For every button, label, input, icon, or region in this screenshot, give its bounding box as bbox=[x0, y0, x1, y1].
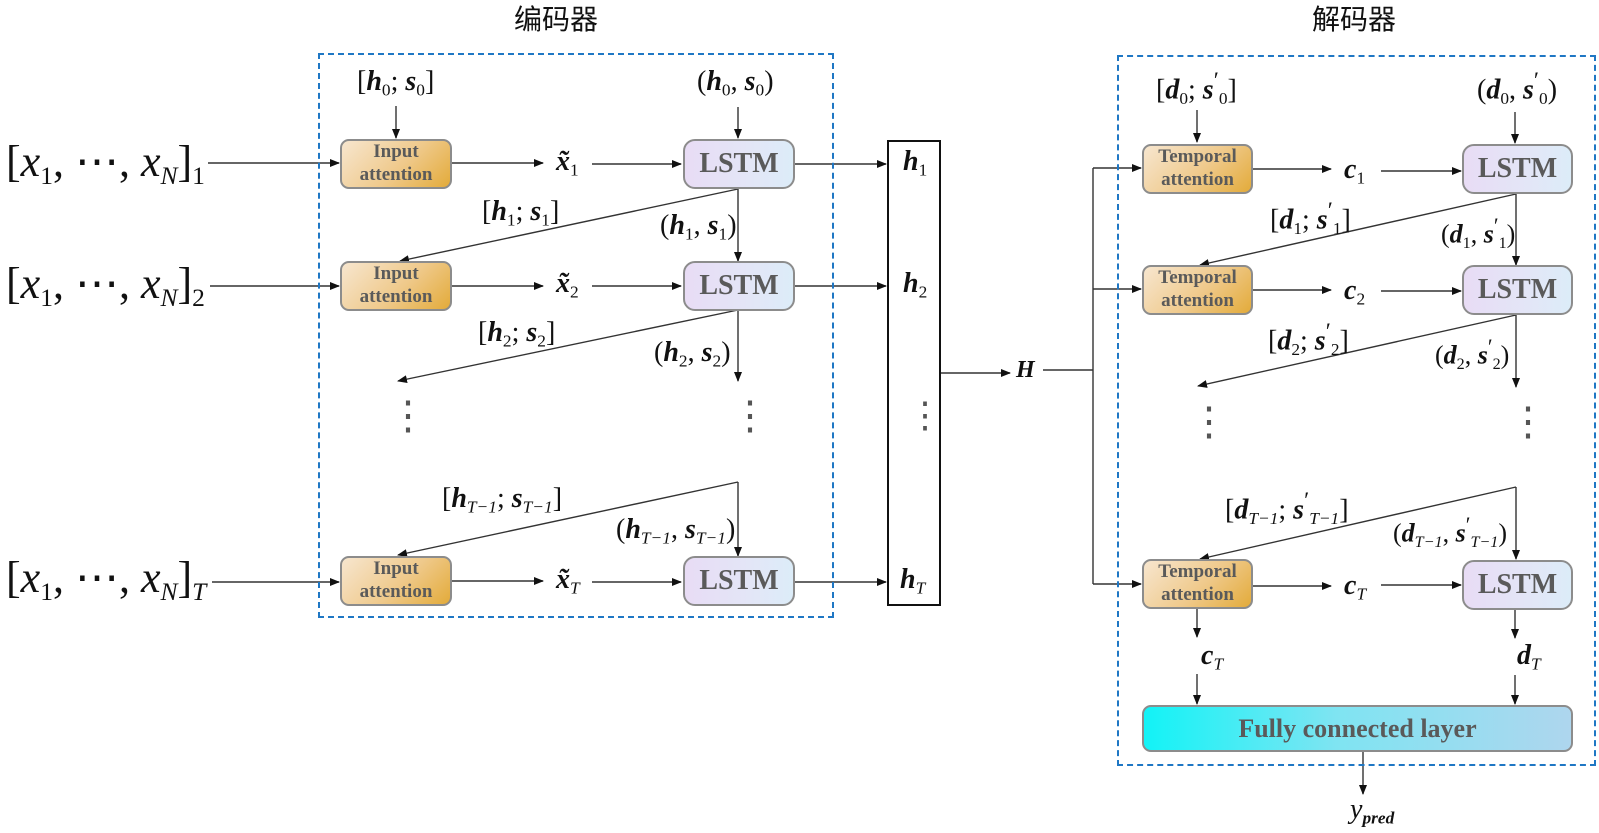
arrow-feedback-1 bbox=[399, 188, 739, 264]
decoder-title: 解码器 bbox=[1312, 3, 1397, 36]
hidden-state-1: h1 bbox=[903, 146, 928, 180]
encoder-feedback-lstm-label-T: (hT−1, sT−1) bbox=[616, 514, 736, 548]
input-sequence-T: [x1, ⋯, xN]T bbox=[6, 553, 207, 607]
encoder-feedback-lstm-label-1: (h1, s1) bbox=[660, 210, 737, 244]
decoder-lstm-box-2: LSTM bbox=[1462, 265, 1573, 315]
arrow-dfeedback-2 bbox=[1197, 314, 1517, 388]
encoder-feedback-lstm-label-2: (h2, s2) bbox=[654, 337, 731, 371]
encoder-init-lstm-label: (h0, s0) bbox=[697, 66, 774, 100]
context-vector-c-1: c1 bbox=[1344, 154, 1366, 188]
encoder-lstm-box-2: LSTM bbox=[683, 261, 795, 311]
encoder-init-attention-label: [h0; s0] bbox=[357, 66, 435, 100]
encoder-attention-ellipsis: ⋮ bbox=[388, 393, 428, 438]
decoder-feedback-lstm-label-1: (d1, s′1) bbox=[1441, 214, 1516, 252]
context-vector-c-2: c2 bbox=[1344, 275, 1366, 309]
arrow-dfeedback-1 bbox=[1199, 193, 1517, 267]
decoder-container bbox=[1117, 55, 1596, 766]
output-y-pred: ypred bbox=[1350, 794, 1395, 828]
hidden-state-ellipsis: ⋮ bbox=[907, 395, 943, 435]
hidden-state-column bbox=[887, 140, 941, 606]
decoder-feedback-attn-label-2: [d2; s′2] bbox=[1268, 319, 1349, 359]
xtilde-2: x̃2 bbox=[556, 268, 579, 302]
decoder-attention-ellipsis: ⋮ bbox=[1189, 399, 1229, 444]
arrow-feedback-2 bbox=[397, 309, 739, 384]
hidden-state-T: hT bbox=[900, 564, 926, 598]
decoder-feedback-attn-label-T: [dT−1; s′T−1] bbox=[1225, 488, 1349, 528]
xtilde-T: x̃T bbox=[556, 564, 580, 598]
arrow-dfeedback-T bbox=[1199, 486, 1517, 561]
final-decoder-state-dT: dT bbox=[1517, 640, 1541, 674]
decoder-feedback-lstm-label-T: (dT−1, s′T−1) bbox=[1393, 513, 1507, 551]
encoder-container bbox=[318, 53, 834, 618]
decoder-init-lstm-label: (d0, s′0) bbox=[1477, 68, 1558, 108]
encoder-feedback-attn-label-2: [h2; s2] bbox=[478, 317, 556, 351]
decoder-feedback-lstm-label-2: (d2, s′2) bbox=[1435, 335, 1510, 373]
encoder-lstm-ellipsis: ⋮ bbox=[730, 393, 770, 438]
hidden-state-2: h2 bbox=[903, 268, 928, 302]
encoder-lstm-box-1: LSTM bbox=[683, 139, 795, 189]
context-H-label: H bbox=[1016, 357, 1035, 383]
encoder-title: 编码器 bbox=[514, 3, 599, 36]
decoder-lstm-box-1: LSTM bbox=[1462, 144, 1573, 194]
encoder-feedback-attn-label-T: [hT−1; sT−1] bbox=[442, 483, 563, 517]
decoder-lstm-ellipsis: ⋮ bbox=[1508, 399, 1548, 444]
context-vector-c-T: cT bbox=[1344, 570, 1367, 604]
decoder-init-attention-label: [d0; s′0] bbox=[1156, 68, 1237, 108]
fully-connected-layer-box: Fully connected layer bbox=[1142, 705, 1573, 752]
encoder-lstm-box-T: LSTM bbox=[683, 556, 795, 606]
decoder-lstm-box-T: LSTM bbox=[1462, 560, 1573, 610]
xtilde-1: x̃1 bbox=[556, 146, 579, 180]
final-context-cT: cT bbox=[1201, 640, 1224, 674]
decoder-feedback-attn-label-1: [d1; s′1] bbox=[1270, 198, 1351, 238]
input-sequence-1: [x1, ⋯, xN]1 bbox=[6, 137, 205, 191]
encoder-feedback-attn-label-1: [h1; s1] bbox=[482, 196, 560, 230]
input-sequence-2: [x1, ⋯, xN]2 bbox=[6, 259, 205, 313]
arrow-feedback-T bbox=[397, 481, 739, 558]
